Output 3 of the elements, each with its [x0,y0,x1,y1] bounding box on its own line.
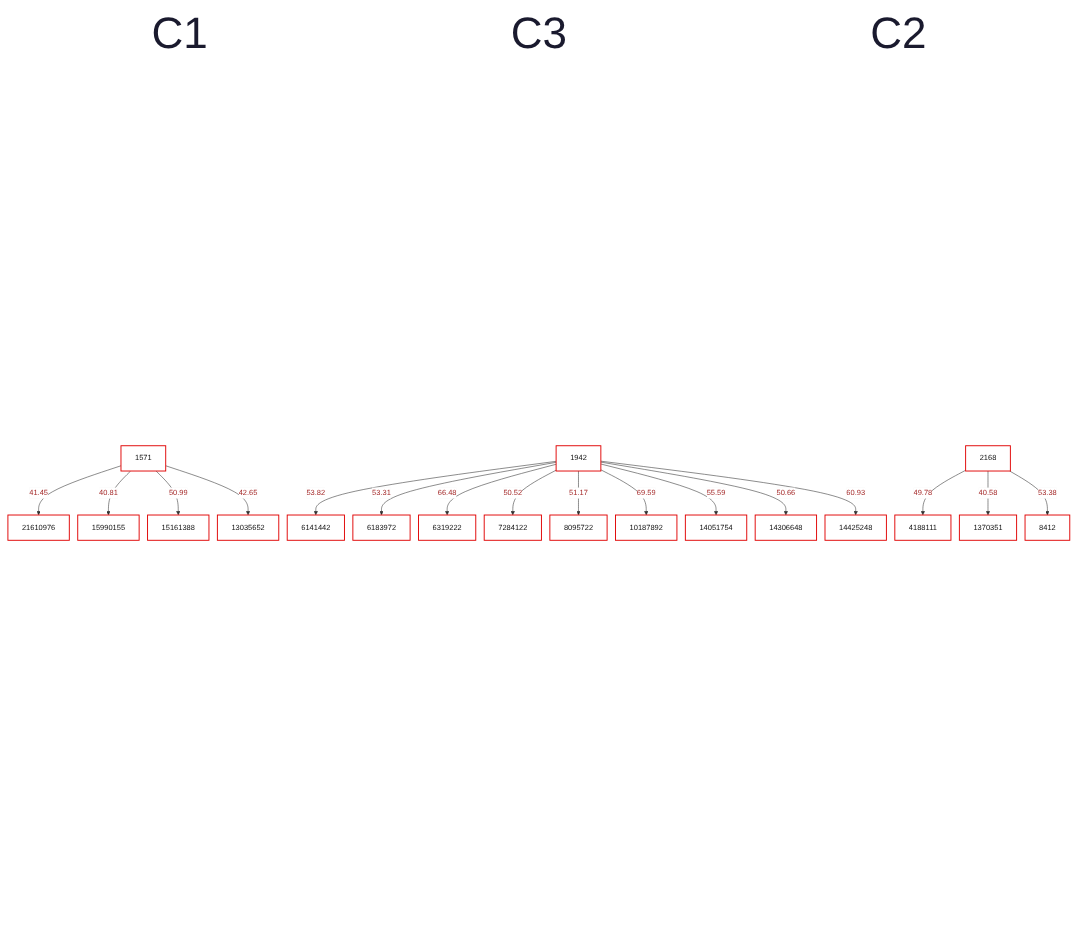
cluster-label: C2 [870,8,927,60]
cluster-label: C1 [151,8,208,60]
cluster-label: C3 [510,8,568,60]
